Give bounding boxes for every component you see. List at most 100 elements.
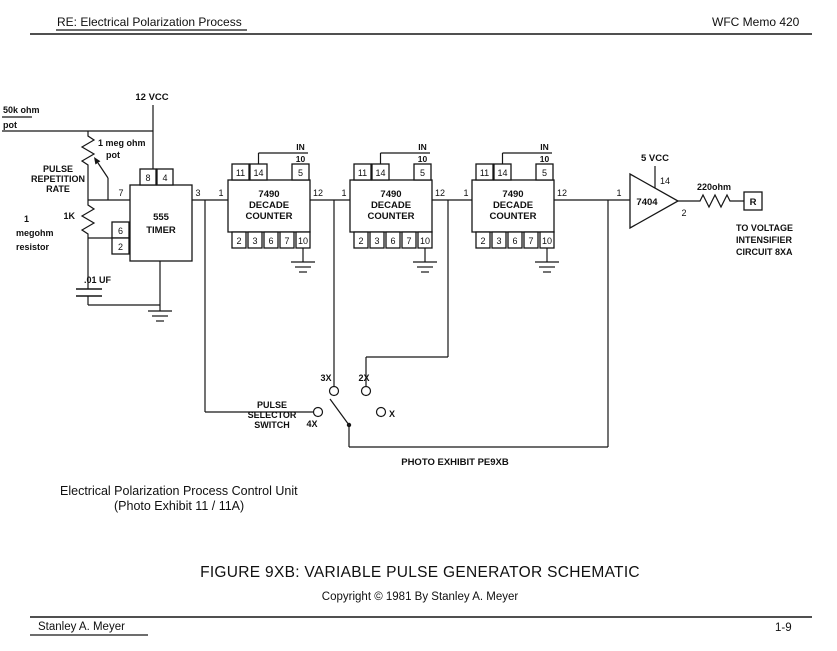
counter1-pin3-label: 3 [252,236,257,246]
counter2-pin3-label: 3 [374,236,379,246]
timer-name-1: 555 [153,212,170,223]
counter2-pin14-label: 14 [375,168,385,178]
timer-name-2: TIMER [146,225,176,236]
counter3-pin12-label: 12 [557,188,567,198]
counter2-in-label: IN [418,142,427,152]
pot-wiper-wire [97,162,109,179]
counter2-name-2: DECADE [371,200,411,211]
cap-label: .01 UF [84,275,112,285]
footer-author: Stanley A. Meyer [38,621,125,633]
counter3-pin3-box [491,231,507,249]
counter2-chip [349,179,433,233]
timer-pin4-box [156,168,174,186]
inverter-pin2-label: 2 [681,208,686,218]
switch-contact-2x [360,385,372,397]
dest-label-2: INTENSIFIER [736,235,793,245]
counter1-pin5-box [291,163,310,181]
pulse-rate-label-2: REPETITION [31,174,85,184]
inverter-symbol [629,172,680,230]
output-terminal-label: R [750,197,757,208]
counter3-chip [471,179,555,233]
pot1meg-label-1: 1 meg ohm [98,138,146,148]
counter3-pin2-label: 2 [480,236,485,246]
counter3-div10-label: 10 [540,154,550,164]
counter1-name-2: DECADE [249,200,289,211]
timer-pin3-label: 3 [195,188,200,198]
captions: Electrical Polarization Process Control … [60,484,640,603]
inverter-pin1-label: 1 [616,188,621,198]
counter1-pin6-box [263,231,279,249]
counter2-pin5-box [413,163,432,181]
memo-number: WFC Memo 420 [712,15,800,29]
switch-contact-x [375,406,387,418]
header-subject: RE: Electrical Polarization Process [57,15,242,29]
counter3-pin11-box [475,163,494,181]
counter1-pin11-box [231,163,250,181]
inverter-pin14-label: 14 [660,176,670,186]
counter3-pin2-box [475,231,491,249]
counter3-pin7-label: 7 [528,236,533,246]
counter3-pin6-box [507,231,523,249]
selector-label-2: SELECTOR [248,410,297,420]
counter3-pin6-label: 6 [512,236,517,246]
decade-counter-1: 7490 DECADE COUNTER 11 14 IN 10 5 2 3 6 … [227,142,350,273]
timer-pin2-box [111,237,130,255]
pos-2x-label: 2X [358,373,369,383]
pot-wiper-arrow-icon [94,157,101,165]
pos-x-label: X [389,409,395,419]
counter1-pin6-label: 6 [268,236,273,246]
pulse-rate-label-3: RATE [46,184,70,194]
counter1-chip [227,179,311,233]
timer-pin6-label: 6 [118,226,123,236]
r220-label: 220ohm [697,182,731,192]
counter2-name-1: 7490 [380,189,401,200]
timer-chip [129,184,193,262]
dest-label-3: CIRCUIT 8XA [736,247,793,257]
photo-exhibit-label: PHOTO EXHIBIT PE9XB [401,457,509,468]
counter1-name-3: COUNTER [246,211,293,222]
counter2-pin2-label: 2 [358,236,363,246]
counter1-in-label: IN [296,142,305,152]
r1meg-label-2: megohm [16,228,54,238]
counter1-pin7-label: 7 [284,236,289,246]
pulse-rate-label-1: PULSE [43,164,73,174]
counter1-pin2-box [231,231,247,249]
r1meg-label-1: 1 [24,214,29,224]
switch-contact-4x [312,406,324,418]
counter1-pin10-label: 10 [298,236,308,246]
counter3-in-label: IN [540,142,549,152]
counter1-pin3-box [247,231,263,249]
rc-network: 50k ohm pot 12 VCC 1 meg ohm pot PULSE R… [2,92,169,306]
control-unit-caption-1: Electrical Polarization Process Control … [60,484,298,498]
pin7-label: 7 [118,188,123,198]
pot1meg-label-2: pot [106,150,120,160]
counter3-pin3-label: 3 [496,236,501,246]
counter3-name-1: 7490 [502,189,523,200]
counter2-pin7-box [401,231,417,249]
counter2-pin6-label: 6 [390,236,395,246]
timer-pin4-label: 4 [162,173,167,183]
counter3-name-3: COUNTER [490,211,537,222]
pos-3x-label: 3X [320,373,331,383]
counter3-pin1-label: 1 [463,188,468,198]
copyright-line: Copyright © 1981 By Stanley A. Meyer [322,591,519,603]
timer-pin2-label: 2 [118,242,123,252]
r1meg-label-3: resistor [16,242,50,252]
counter1-pin11-label: 11 [236,168,245,178]
counter3-pin14-label: 14 [497,168,507,178]
counter2-pin5-label: 5 [420,168,425,178]
counter2-pin11-box [353,163,372,181]
figure-title: FIGURE 9XB: VARIABLE PULSE GENERATOR SCH… [200,564,640,581]
counter3-pin5-label: 5 [542,168,547,178]
counter2-pin1-label: 1 [341,188,346,198]
r1k-resistor-symbol [80,200,96,289]
counter3-pin11-label: 11 [480,168,489,178]
timer-555: 555 TIMER 8 4 6 2 3 1 [88,168,228,322]
counter1-pin5-label: 5 [298,168,303,178]
counter1-pin7-box [279,231,295,249]
decade-counter-3: 7490 DECADE COUNTER 11 14 IN 10 5 2 3 6 … [471,142,630,273]
counter2-pin2-box [353,231,369,249]
output-terminal-box [743,191,763,211]
